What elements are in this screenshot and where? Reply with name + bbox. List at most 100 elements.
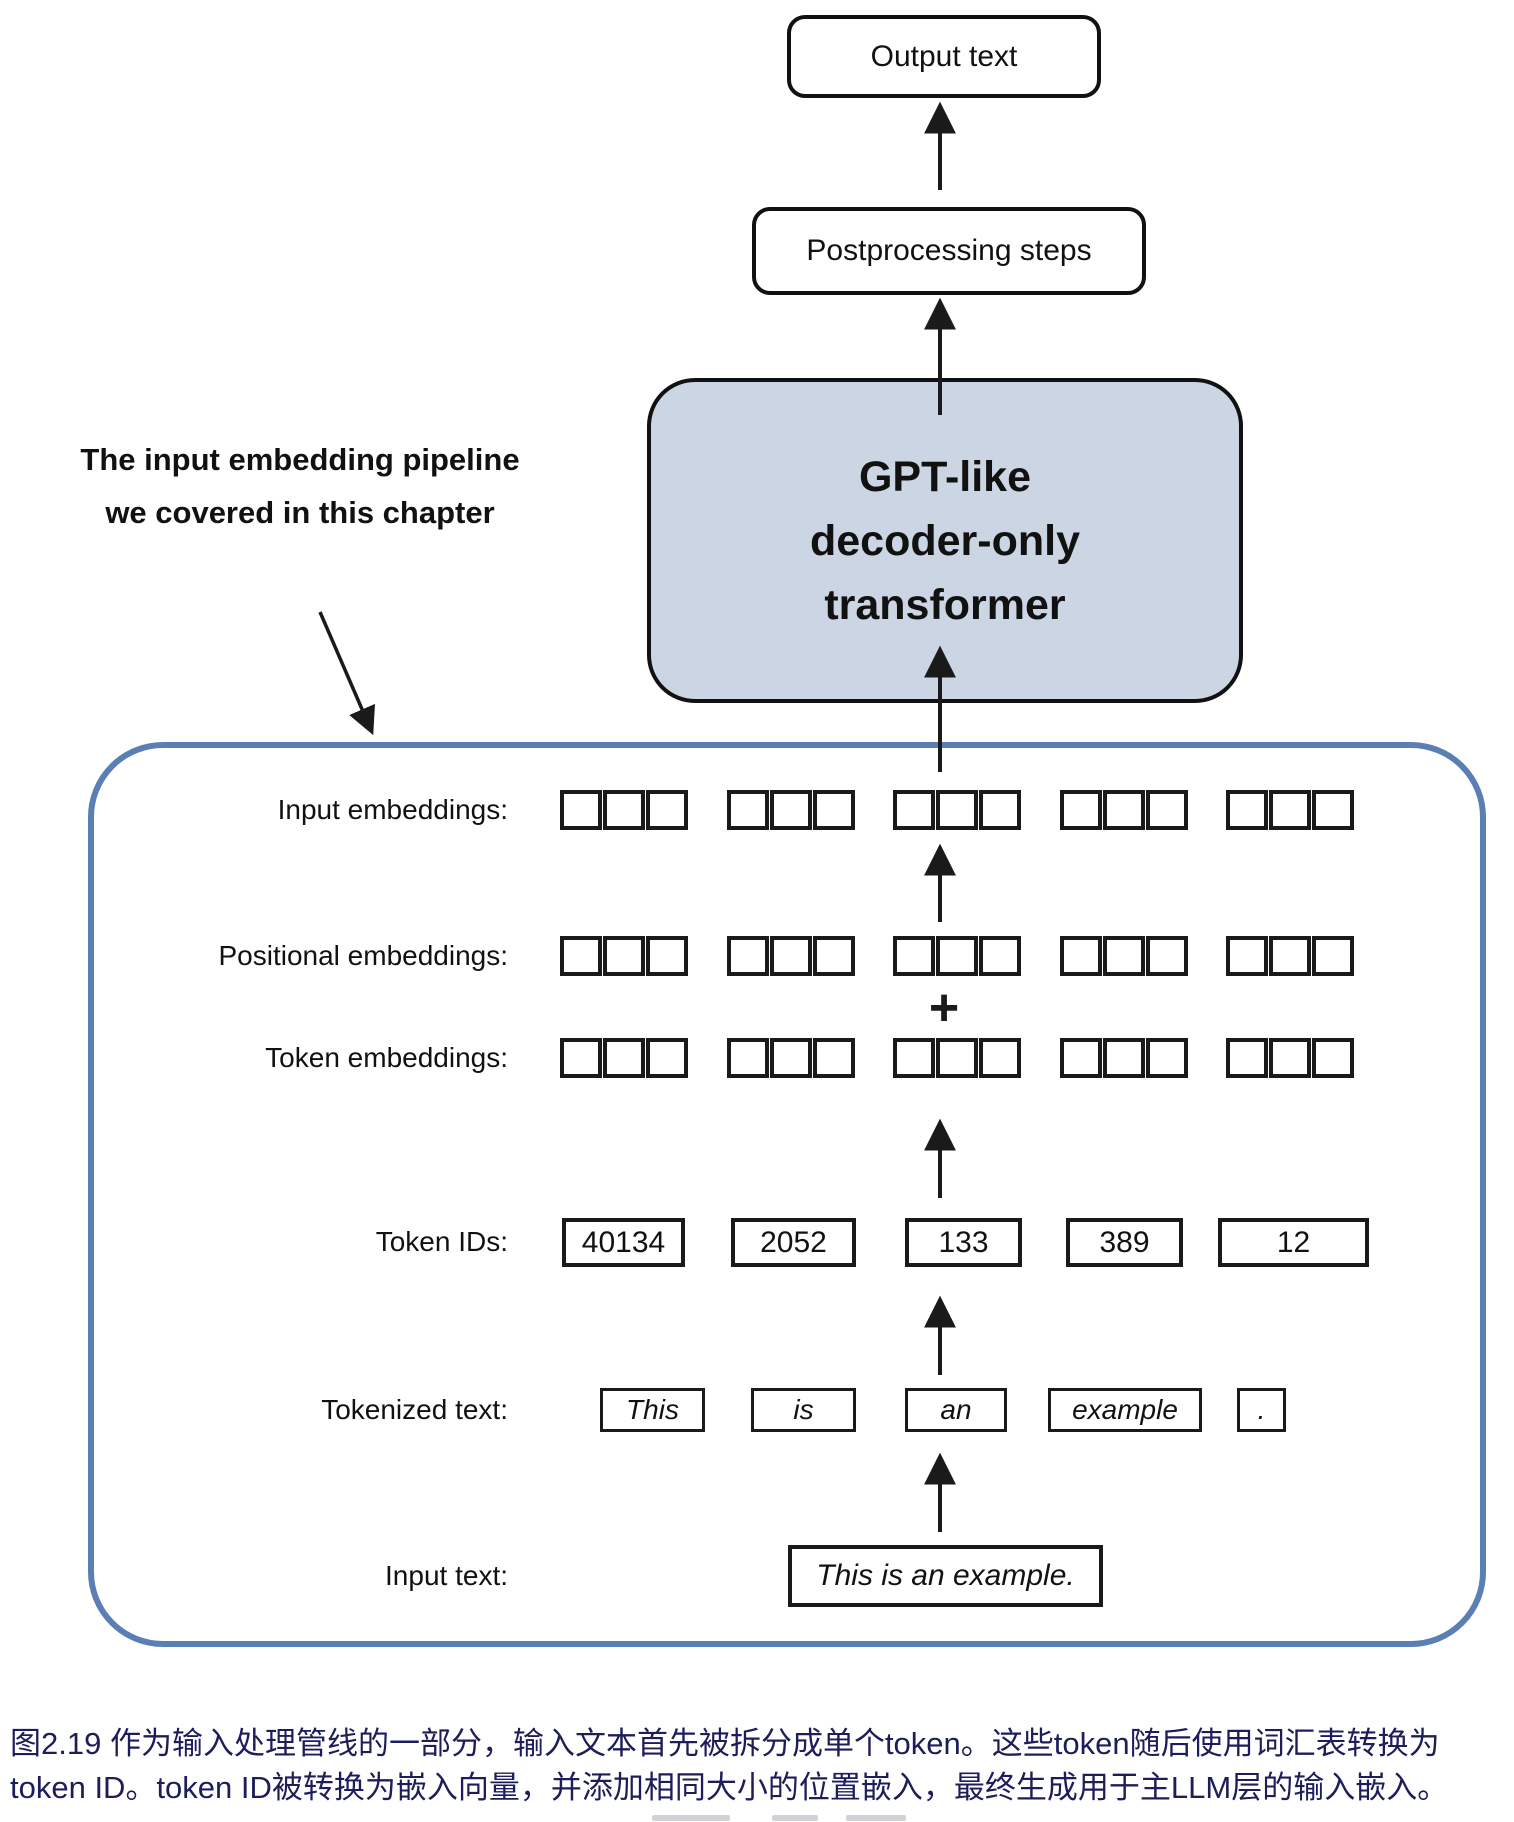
cutoff-text-fragment xyxy=(772,1815,818,1821)
input-embedding-vector xyxy=(1060,790,1188,830)
embedding-dimension-square xyxy=(1226,936,1268,976)
embedding-dimension-square xyxy=(1226,1038,1268,1078)
embedding-dimension-square xyxy=(1146,1038,1188,1078)
postprocessing-box: Postprocessing steps xyxy=(752,207,1146,295)
token-ids-label: Token IDs: xyxy=(375,1226,508,1257)
positional-embedding-vector xyxy=(727,936,855,976)
embedding-dimension-square xyxy=(1226,790,1268,830)
input-embedding-pipeline-container xyxy=(88,742,1486,1647)
input-embedding-vector xyxy=(560,790,688,830)
embedding-dimension-square xyxy=(1269,790,1311,830)
token-word: an xyxy=(940,1394,972,1425)
embedding-dimension-square xyxy=(813,790,855,830)
embedding-dimension-square xyxy=(646,936,688,976)
positional-embedding-vector xyxy=(1060,936,1188,976)
tokenized-text-label: Tokenized text: xyxy=(321,1394,508,1425)
token-embeddings-label: Token embeddings: xyxy=(265,1042,508,1073)
embedding-dimension-square xyxy=(1312,936,1354,976)
embedding-dimension-square xyxy=(813,1038,855,1078)
embedding-dimension-square xyxy=(936,1038,978,1078)
embedding-dimension-square xyxy=(1103,1038,1145,1078)
embedding-dimension-square xyxy=(1146,790,1188,830)
input-embedding-vector xyxy=(1226,790,1354,830)
positional-embedding-vector xyxy=(560,936,688,976)
input-embedding-vector xyxy=(893,790,1021,830)
embedding-dimension-square xyxy=(1060,1038,1102,1078)
token-word-box: is xyxy=(751,1388,856,1432)
token-word-box: . xyxy=(1237,1388,1286,1432)
gpt-box-line3: transformer xyxy=(824,580,1066,629)
embedding-dimension-square xyxy=(1269,1038,1311,1078)
embedding-dimension-square xyxy=(646,790,688,830)
token-word: example xyxy=(1072,1394,1178,1425)
token-id-value: 12 xyxy=(1276,1225,1311,1259)
embedding-dimension-square xyxy=(646,1038,688,1078)
embedding-dimension-square xyxy=(770,1038,812,1078)
cutoff-text-fragment xyxy=(652,1815,730,1821)
positional-embedding-vector xyxy=(1226,936,1354,976)
plus-sign: + xyxy=(928,979,960,1037)
input-text-label: Input text: xyxy=(385,1560,508,1591)
postprocessing-label: Postprocessing steps xyxy=(806,234,1092,267)
input-embedding-vector xyxy=(727,790,855,830)
embedding-dimension-square xyxy=(979,936,1021,976)
embedding-dimension-square xyxy=(893,1038,935,1078)
token-word: This xyxy=(626,1394,679,1425)
embedding-dimension-square xyxy=(1060,936,1102,976)
input-text-box: This is an example. xyxy=(788,1545,1103,1607)
embedding-dimension-square xyxy=(770,936,812,976)
positional-embedding-vector xyxy=(893,936,1021,976)
embedding-dimension-square xyxy=(1269,936,1311,976)
embedding-dimension-square xyxy=(1146,936,1188,976)
token-embedding-vector xyxy=(727,1038,855,1078)
embedding-dimension-square xyxy=(1103,936,1145,976)
output-text-box: Output text xyxy=(787,15,1101,98)
token-id-value: 133 xyxy=(938,1225,989,1259)
gpt-box-line2: decoder-only xyxy=(810,516,1080,565)
embedding-dimension-square xyxy=(936,936,978,976)
embedding-dimension-square xyxy=(979,1038,1021,1078)
cutoff-text-fragment xyxy=(846,1815,906,1821)
embedding-dimension-square xyxy=(560,1038,602,1078)
annotation-line2: we covered in this chapter xyxy=(105,495,495,530)
token-word: . xyxy=(1257,1394,1266,1425)
caption-line2: token ID。token ID被转换为嵌入向量，并添加相同大小的位置嵌入，最… xyxy=(10,1770,1449,1805)
output-text-label: Output text xyxy=(870,39,1018,73)
input-embeddings-label: Input embeddings: xyxy=(277,794,508,825)
token-id-box: 40134 xyxy=(562,1218,685,1267)
embedding-dimension-square xyxy=(727,790,769,830)
annotation-note: The input embedding pipeline we covered … xyxy=(40,433,560,539)
token-id-value: 389 xyxy=(1099,1225,1150,1259)
embedding-dimension-square xyxy=(979,790,1021,830)
embedding-dimension-square xyxy=(603,936,645,976)
caption-line1: 图2.19 作为输入处理管线的一部分，输入文本首先被拆分成单个token。这些t… xyxy=(10,1726,1440,1761)
token-word-box: This xyxy=(600,1388,705,1432)
embedding-dimension-square xyxy=(936,790,978,830)
embedding-dimension-square xyxy=(813,936,855,976)
positional-embeddings-label: Positional embeddings: xyxy=(218,940,508,971)
embedding-dimension-square xyxy=(603,790,645,830)
embedding-dimension-square xyxy=(603,1038,645,1078)
figure-caption: 图2.19 作为输入处理管线的一部分，输入文本首先被拆分成单个token。这些t… xyxy=(10,1722,1510,1810)
embedding-dimension-square xyxy=(560,936,602,976)
token-embedding-vector xyxy=(560,1038,688,1078)
token-word: is xyxy=(793,1394,814,1425)
gpt-box-line1: GPT-like xyxy=(858,452,1032,501)
embedding-dimension-square xyxy=(1312,1038,1354,1078)
embedding-dimension-square xyxy=(893,936,935,976)
token-embedding-vector xyxy=(893,1038,1021,1078)
token-id-box: 2052 xyxy=(731,1218,856,1267)
embedding-dimension-square xyxy=(1060,790,1102,830)
token-id-box: 389 xyxy=(1066,1218,1183,1267)
embedding-dimension-square xyxy=(560,790,602,830)
token-word-box: example xyxy=(1048,1388,1202,1432)
token-embedding-vector xyxy=(1060,1038,1188,1078)
embedding-dimension-square xyxy=(893,790,935,830)
annotation-line1: The input embedding pipeline xyxy=(80,442,520,477)
token-id-value: 40134 xyxy=(581,1225,666,1259)
token-id-box: 12 xyxy=(1218,1218,1369,1267)
token-word-box: an xyxy=(905,1388,1007,1432)
embedding-dimension-square xyxy=(727,1038,769,1078)
embedding-dimension-square xyxy=(1312,790,1354,830)
